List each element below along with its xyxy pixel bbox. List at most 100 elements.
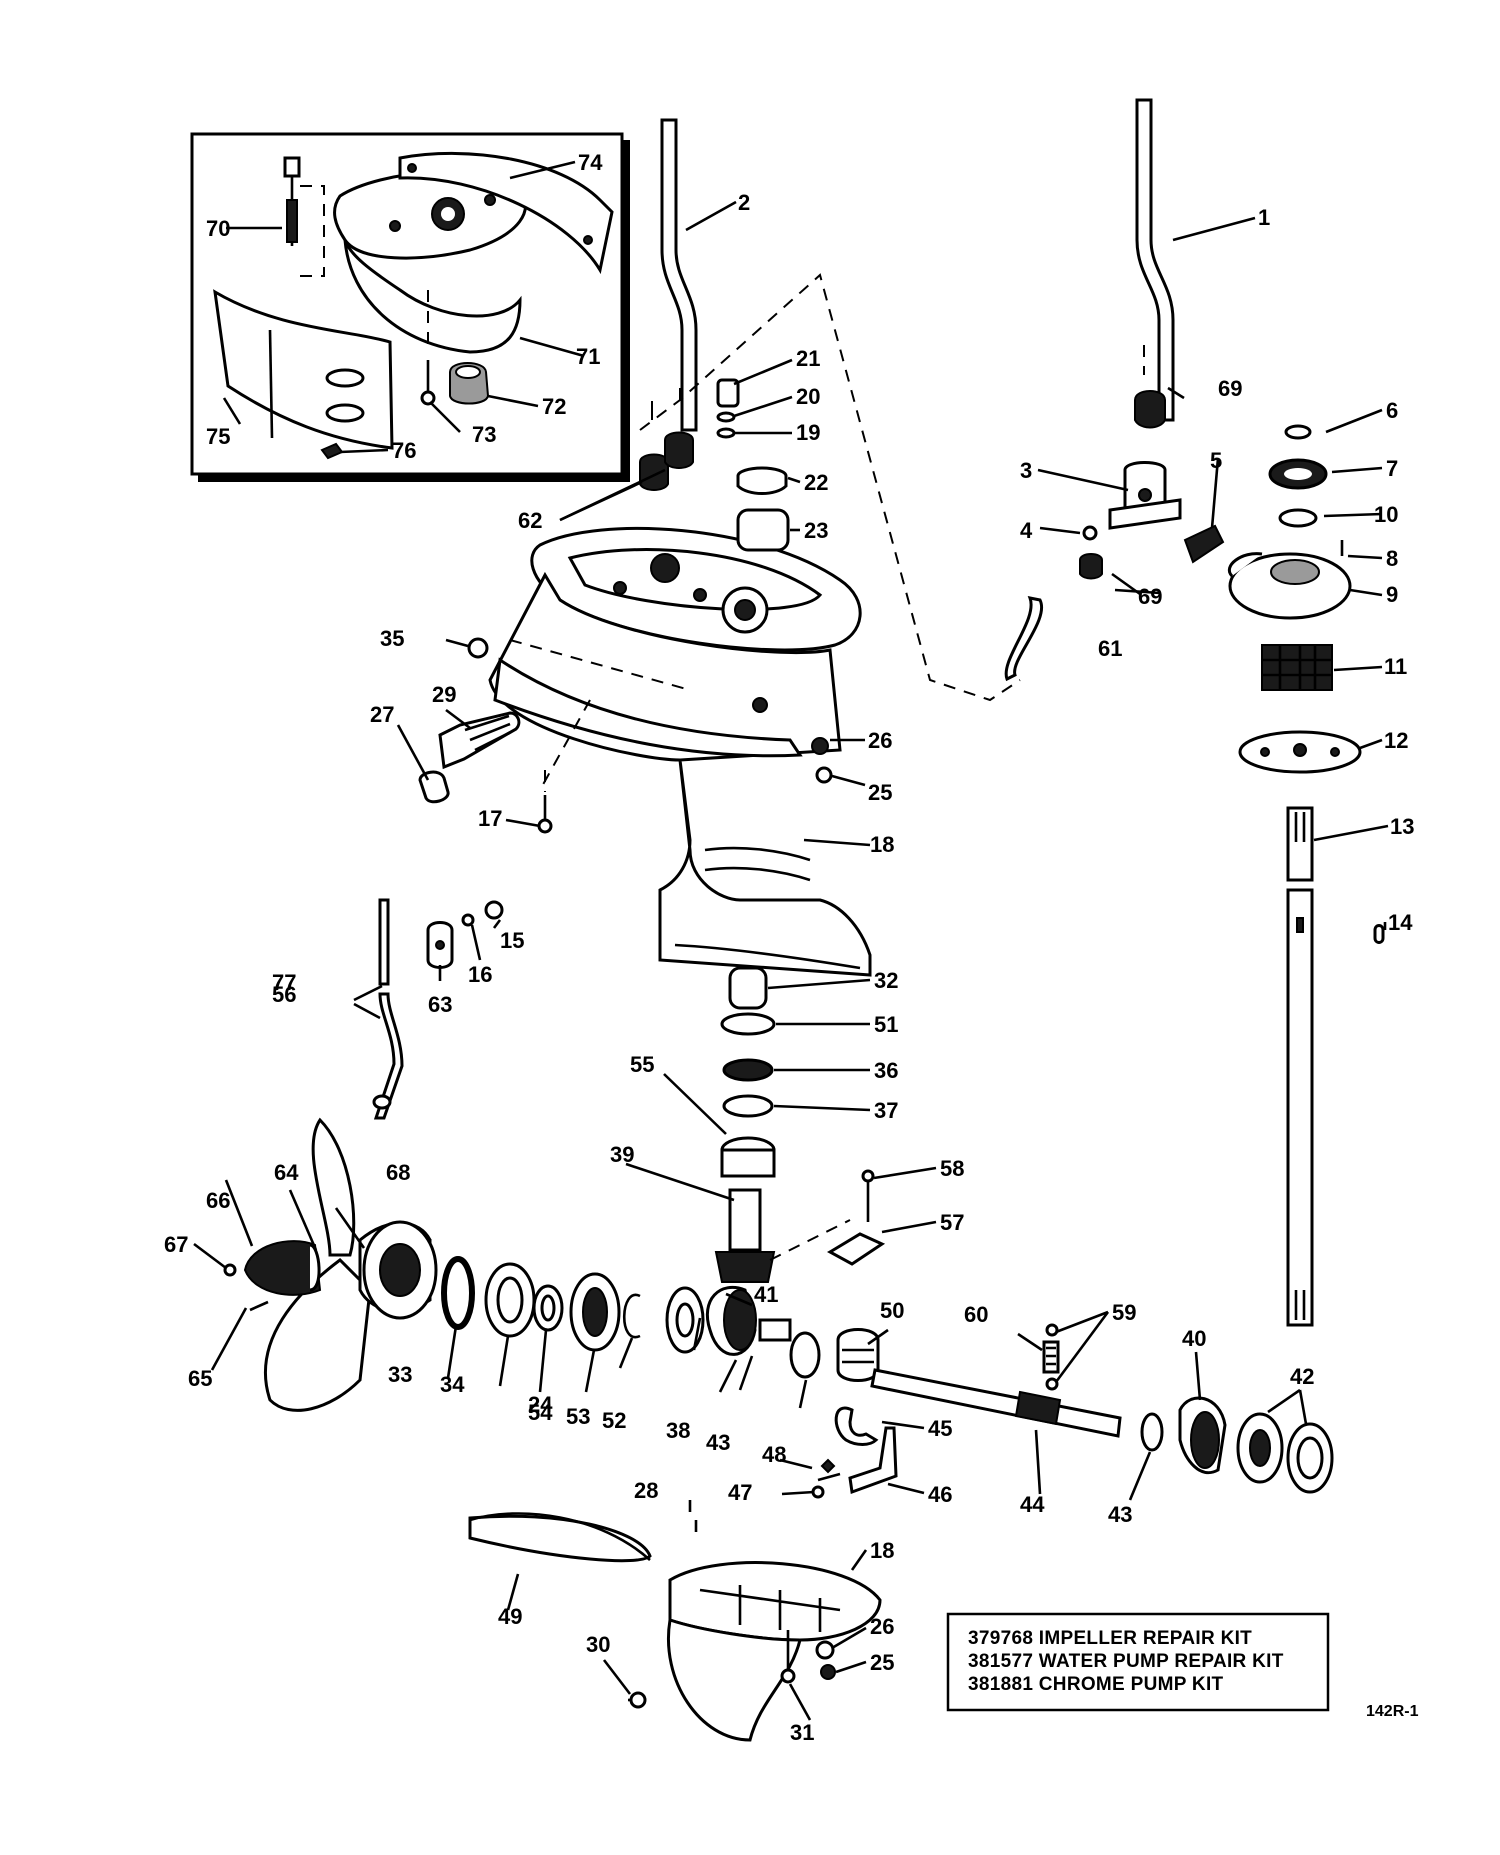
skeg-assembly bbox=[468, 1512, 882, 1742]
callout-56: 56 bbox=[272, 982, 296, 1007]
callout-6: 6 bbox=[1386, 398, 1398, 423]
callout-51: 51 bbox=[874, 1012, 898, 1037]
callout-26-lower: 26 bbox=[870, 1614, 894, 1639]
callout-12: 12 bbox=[1384, 728, 1408, 753]
callout-55: 55 bbox=[630, 1052, 654, 1077]
callout-68: 68 bbox=[386, 1160, 410, 1185]
callout-43-left: 43 bbox=[706, 1430, 730, 1455]
callout-2: 2 bbox=[738, 190, 750, 215]
callout-72: 72 bbox=[542, 394, 566, 419]
callout-75: 75 bbox=[206, 424, 230, 449]
callout-7: 7 bbox=[1386, 456, 1398, 481]
callout-67: 67 bbox=[164, 1232, 188, 1257]
callout-69-top: 69 bbox=[1218, 376, 1242, 401]
callout-39: 39 bbox=[610, 1142, 634, 1167]
water-pump-parts bbox=[1004, 390, 1385, 1327]
left-small-parts bbox=[372, 637, 833, 1120]
callout-20: 20 bbox=[796, 384, 820, 409]
callout-14: 14 bbox=[1388, 910, 1413, 935]
callout-17: 17 bbox=[478, 806, 502, 831]
callout-22: 22 bbox=[804, 470, 828, 495]
callout-41: 41 bbox=[754, 1282, 778, 1307]
callout-18-upper: 18 bbox=[870, 832, 894, 857]
callout-47: 47 bbox=[728, 1480, 752, 1505]
callout-54: 54 bbox=[528, 1400, 553, 1425]
propeller-assembly bbox=[223, 1117, 1334, 1499]
callout-59: 59 bbox=[1112, 1300, 1136, 1325]
callout-65: 65 bbox=[188, 1366, 212, 1391]
callout-40: 40 bbox=[1182, 1326, 1206, 1351]
callout-50: 50 bbox=[880, 1298, 904, 1323]
callout-69-bottom: 69 bbox=[1138, 584, 1162, 609]
callout-44: 44 bbox=[1020, 1492, 1045, 1517]
kit-line-3: 381881 CHROME PUMP KIT bbox=[968, 1674, 1224, 1695]
callout-38: 38 bbox=[666, 1418, 690, 1443]
callout-34: 34 bbox=[440, 1372, 465, 1397]
callout-31: 31 bbox=[790, 1720, 814, 1745]
callout-5: 5 bbox=[1210, 448, 1222, 473]
callout-48: 48 bbox=[762, 1442, 786, 1467]
callout-46: 46 bbox=[928, 1482, 952, 1507]
callout-26-upper: 26 bbox=[868, 728, 892, 753]
callout-30: 30 bbox=[586, 1632, 610, 1657]
callout-21: 21 bbox=[796, 346, 820, 371]
callout-9: 9 bbox=[1386, 582, 1398, 607]
callout-8: 8 bbox=[1386, 546, 1398, 571]
callout-64: 64 bbox=[274, 1160, 299, 1185]
top-centre-parts bbox=[639, 378, 790, 552]
callout-73: 73 bbox=[472, 422, 496, 447]
callout-1: 1 bbox=[1258, 205, 1270, 230]
callout-61: 61 bbox=[1098, 636, 1122, 661]
callout-70: 70 bbox=[206, 216, 230, 241]
callout-32: 32 bbox=[874, 968, 898, 993]
callout-25-upper: 25 bbox=[868, 780, 892, 805]
callout-60: 60 bbox=[964, 1302, 988, 1327]
pinion-stack bbox=[714, 966, 886, 1283]
inset-leader bbox=[639, 273, 1021, 702]
callout-4: 4 bbox=[1020, 518, 1033, 543]
callout-49: 49 bbox=[498, 1604, 522, 1629]
callout-63: 63 bbox=[428, 992, 452, 1017]
callout-16: 16 bbox=[468, 962, 492, 987]
kit-line-2: 381577 WATER PUMP REPAIR KIT bbox=[968, 1651, 1284, 1672]
callout-43-right: 43 bbox=[1108, 1502, 1132, 1527]
callout-52: 52 bbox=[602, 1408, 626, 1433]
callout-13: 13 bbox=[1390, 814, 1414, 839]
callout-57: 57 bbox=[940, 1210, 964, 1235]
callout-77: 77 bbox=[272, 970, 296, 995]
callout-53: 53 bbox=[566, 1404, 590, 1429]
callout-76: 76 bbox=[392, 438, 416, 463]
leader-lines bbox=[193, 160, 1389, 1721]
callout-28: 28 bbox=[634, 1478, 658, 1503]
kit-line-1: 379768 IMPELLER REPAIR KIT bbox=[968, 1628, 1252, 1649]
callout-37: 37 bbox=[874, 1098, 898, 1123]
callout-numbers: 1 2 3 4 5 6 7 8 9 10 11 12 13 14 15 16 1… bbox=[164, 150, 1414, 1745]
callout-27: 27 bbox=[370, 702, 394, 727]
figure-code: 142R-1 bbox=[1366, 1703, 1419, 1720]
inset-panel bbox=[190, 132, 630, 482]
callout-15: 15 bbox=[500, 928, 524, 953]
callout-42: 42 bbox=[1290, 1364, 1314, 1389]
callout-33: 33 bbox=[388, 1362, 412, 1387]
callout-74: 74 bbox=[578, 150, 603, 175]
callout-36: 36 bbox=[874, 1058, 898, 1083]
callout-35: 35 bbox=[380, 626, 404, 651]
callout-29: 29 bbox=[432, 682, 456, 707]
callout-71: 71 bbox=[576, 344, 600, 369]
callout-19: 19 bbox=[796, 420, 820, 445]
callout-45: 45 bbox=[928, 1416, 952, 1441]
gearcase-housing bbox=[488, 526, 872, 977]
callout-25-lower: 25 bbox=[870, 1650, 894, 1675]
callout-66: 66 bbox=[206, 1188, 230, 1213]
callout-24: 24 bbox=[528, 1392, 553, 1417]
kit-table: 379768 IMPELLER REPAIR KIT 381577 WATER … bbox=[946, 1612, 1330, 1712]
callout-3: 3 bbox=[1020, 458, 1032, 483]
callout-10: 10 bbox=[1374, 502, 1398, 527]
callout-18-lower: 18 bbox=[870, 1538, 894, 1563]
callout-11: 11 bbox=[1384, 654, 1407, 679]
callout-62: 62 bbox=[518, 508, 542, 533]
water-tubes bbox=[660, 98, 1175, 432]
callout-58: 58 bbox=[940, 1156, 964, 1181]
callout-23: 23 bbox=[804, 518, 828, 543]
